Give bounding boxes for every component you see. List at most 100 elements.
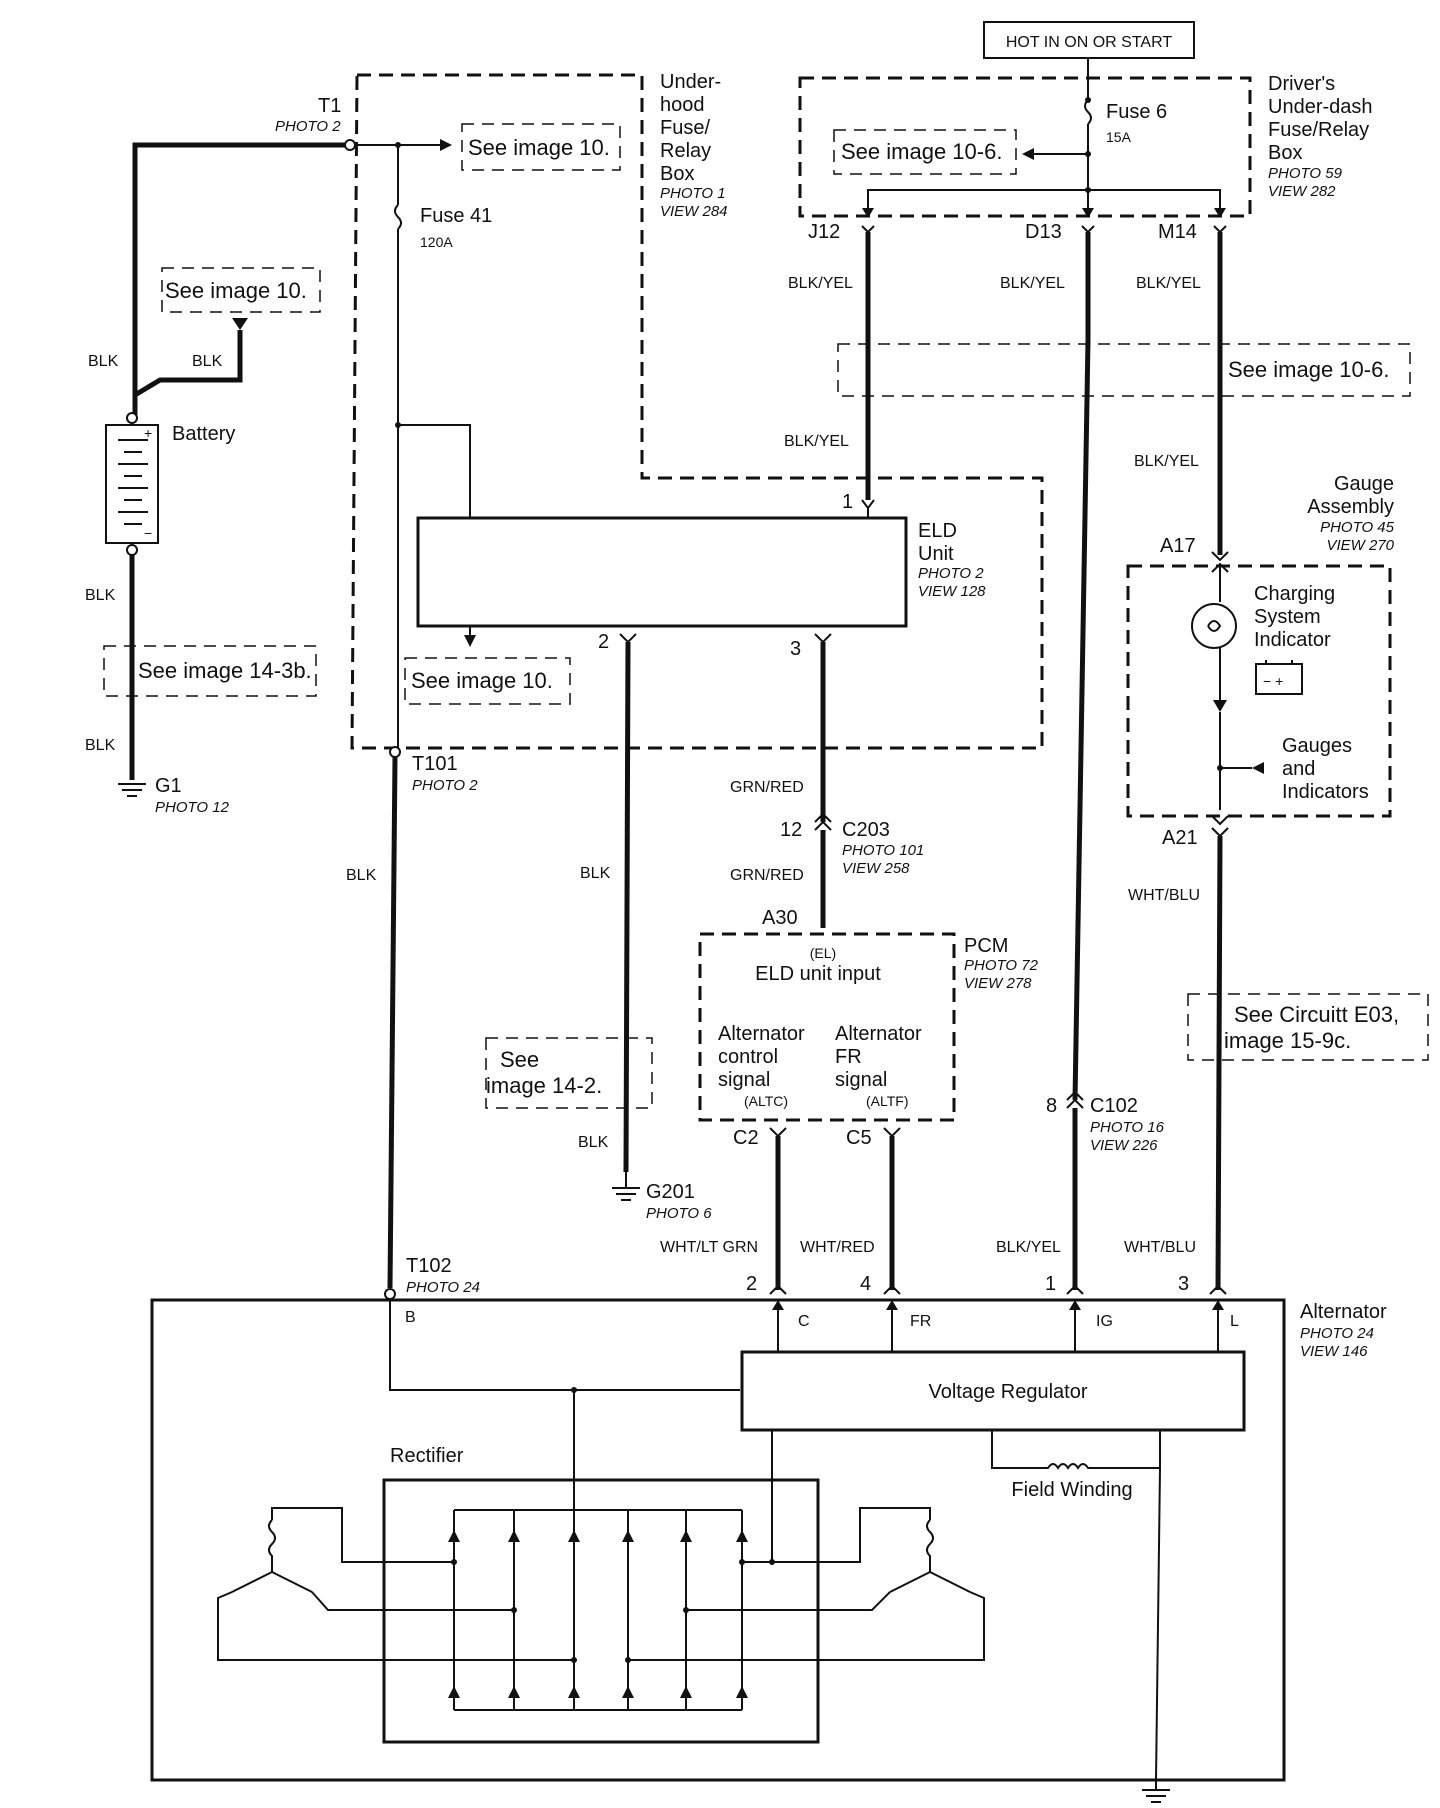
pcm-photo: PHOTO 72	[964, 957, 1039, 974]
alternator-label: Alternator PHOTO 24 VIEW 146	[1300, 1301, 1387, 1360]
ref-box-g201	[485, 1037, 653, 1109]
svg-text:Charging: Charging	[1254, 583, 1335, 605]
alt-term-ig: IG	[1096, 1313, 1113, 1330]
c102-view: VIEW 226	[1090, 1137, 1158, 1154]
fuse-6-icon	[1084, 99, 1092, 125]
svg-text:Assembly: Assembly	[1307, 496, 1394, 518]
svg-text:PHOTO 45: PHOTO 45	[1320, 519, 1395, 536]
alt-term-c: C	[798, 1313, 810, 1330]
svg-text:Fuse/Relay: Fuse/Relay	[1268, 119, 1369, 141]
svg-text:control: control	[718, 1046, 778, 1068]
svg-text:+: +	[144, 425, 152, 441]
fuse-6-name: Fuse 6	[1106, 101, 1167, 123]
arrow-icon	[232, 318, 248, 330]
svg-text:VIEW 146: VIEW 146	[1300, 1343, 1368, 1360]
wire-grn-red-2: GRN/RED	[730, 867, 804, 884]
svg-text:Gauge: Gauge	[1334, 473, 1394, 495]
c203-label: C203	[842, 819, 890, 841]
t102-photo: PHOTO 24	[406, 1279, 480, 1296]
alt-pin-2: 2	[746, 1273, 757, 1295]
alternator-box	[150, 1298, 1286, 1782]
t1-terminal	[344, 139, 356, 151]
ground-icon	[1142, 1789, 1170, 1803]
stator-winding-right-icon	[628, 1507, 985, 1661]
fuse-6-rating: 15A	[1106, 129, 1132, 145]
fuse-41-icon	[394, 204, 402, 230]
svg-text:hood: hood	[660, 94, 705, 116]
wire-blk-ground-2: BLK	[85, 737, 116, 754]
svg-text:PHOTO 1: PHOTO 1	[660, 185, 726, 202]
arrow-icon	[1252, 762, 1264, 774]
battery-icon: + −	[105, 412, 159, 556]
fuse-41-rating: 120A	[420, 234, 453, 250]
arrow-down-icon	[464, 635, 476, 647]
battery-warning-icon: − +	[1255, 660, 1303, 695]
wire-blk-yel-4: BLK/YEL	[1136, 275, 1201, 292]
voltage-regulator-label: Voltage Regulator	[928, 1381, 1087, 1403]
t1-label: T1	[318, 95, 341, 117]
svg-text:Box: Box	[1268, 142, 1302, 164]
alt-term-fr: FR	[910, 1313, 931, 1330]
rectifier-bridge	[448, 1390, 775, 1711]
ground-icon	[118, 783, 146, 797]
svg-text:Under-: Under-	[660, 71, 721, 93]
svg-text:(ALTF): (ALTF)	[866, 1093, 909, 1109]
wire-blk-g201-2: BLK	[578, 1134, 609, 1151]
ref-e03-text-a: See Circuitt E03,	[1234, 1002, 1399, 1027]
wire-blk-t101: BLK	[346, 867, 377, 884]
gauge-assembly-box	[1126, 564, 1392, 818]
alt-pin-3: 3	[1178, 1273, 1189, 1295]
ground-icon	[612, 1172, 640, 1201]
wire-a21-alt	[1215, 835, 1223, 1291]
svg-text:− +: − +	[1263, 673, 1283, 689]
ref-fuse6-text: See image 10-6.	[841, 139, 1002, 164]
pin-d13: D13	[1025, 221, 1062, 243]
c203-view: VIEW 258	[842, 860, 910, 877]
eld-pin-3: 3	[790, 638, 801, 660]
ref-box-eld	[404, 657, 571, 705]
rectifier-label: Rectifier	[390, 1445, 464, 1467]
pcm-view: VIEW 278	[964, 975, 1032, 992]
battery-positive-wire	[132, 142, 345, 415]
pcm-el-code: (EL)	[810, 945, 836, 961]
pin-a17: A17	[1160, 535, 1196, 557]
svg-text:signal: signal	[718, 1069, 770, 1091]
svg-text:Indicators: Indicators	[1282, 781, 1369, 803]
stator-winding-left-icon	[217, 1507, 574, 1661]
eld-unit-box	[416, 516, 908, 628]
c203-pin: 12	[780, 819, 802, 841]
battery-label: Battery	[172, 423, 235, 445]
wire-blk-g201-1: BLK	[580, 865, 611, 882]
ref-t1-text: See image 10.	[468, 135, 610, 160]
svg-text:Indicator: Indicator	[1254, 629, 1331, 651]
wire-wht-blu-1: WHT/BLU	[1128, 887, 1200, 904]
wire-grn-red-1: GRN/RED	[730, 779, 804, 796]
ref-e03-text-b: image 15-9c.	[1224, 1028, 1351, 1053]
svg-text:VIEW 284: VIEW 284	[660, 203, 728, 220]
svg-text:Box: Box	[660, 163, 694, 185]
svg-text:Driver's: Driver's	[1268, 73, 1335, 95]
ref-mid-text: See image 10-6.	[1228, 357, 1389, 382]
eld-photo: PHOTO 2	[918, 565, 984, 582]
wire-wht-red: WHT/RED	[800, 1239, 875, 1256]
svg-text:Under-dash: Under-dash	[1268, 96, 1373, 118]
t1-photo: PHOTO 2	[275, 118, 341, 135]
t101-label: T101	[412, 753, 458, 775]
svg-text:FR: FR	[835, 1046, 862, 1068]
alt-term-b: B	[405, 1309, 416, 1326]
arrow-icon	[1022, 148, 1034, 160]
svg-text:(ALTC): (ALTC)	[744, 1093, 788, 1109]
diode-icon	[1213, 700, 1227, 712]
svg-text:VIEW 282: VIEW 282	[1268, 183, 1336, 200]
t102-label: T102	[406, 1255, 452, 1277]
underhood-fuse-box-label: Under- hood Fuse/ Relay Box PHOTO 1 VIEW…	[660, 71, 728, 220]
wire-t101-t102	[387, 756, 398, 1289]
pin-a30: A30	[762, 907, 798, 929]
ref-g201-text-a: See	[500, 1047, 539, 1072]
wire-blk-yel-2: BLK/YEL	[784, 433, 849, 450]
pcm-altf-label: Alternator FR signal (ALTF)	[835, 1023, 922, 1109]
pin-m14: M14	[1158, 221, 1197, 243]
arrow-icon	[440, 139, 452, 151]
ref-battery-text: See image 10.	[165, 278, 307, 303]
